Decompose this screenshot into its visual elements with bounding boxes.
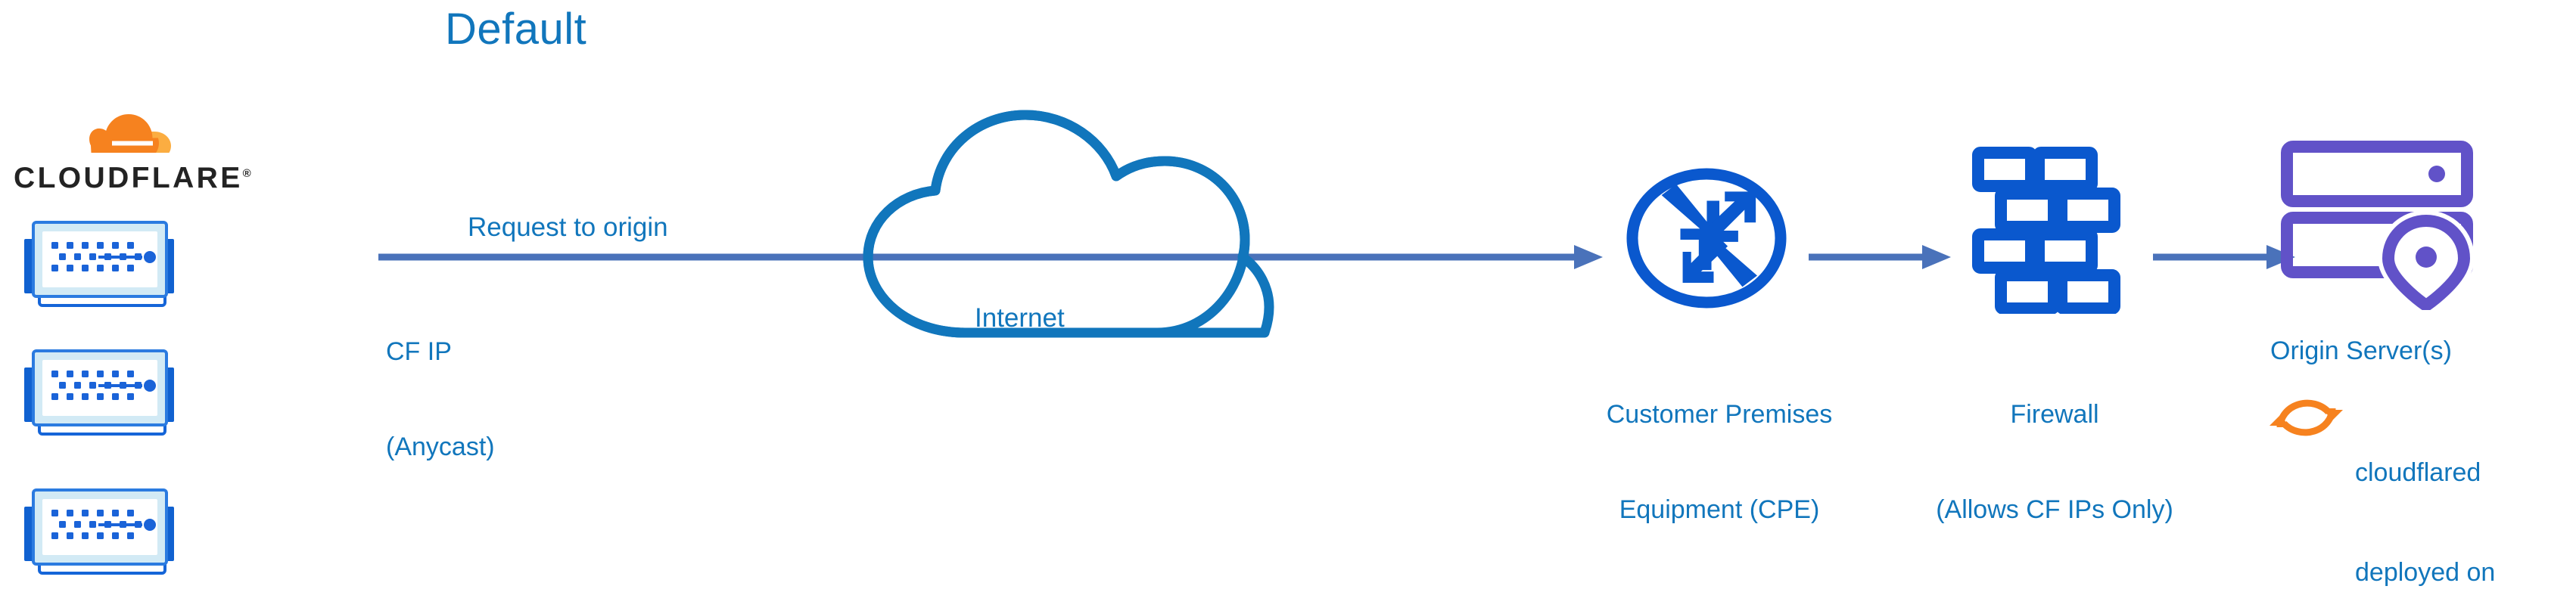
cloudflare-logo: CLOUDFLARE® — [14, 98, 251, 212]
cpe-line-1: Customer Premises — [1606, 400, 1833, 429]
connector-firewall-to-origin — [2153, 245, 2295, 269]
cloudflared-annotation-label: cloudflared deployed on servers — [2355, 389, 2495, 614]
cloudflare-edge-server-2 — [24, 349, 174, 436]
cloudflare-wordmark: CLOUDFLARE® — [14, 162, 251, 195]
location-pin-icon — [2377, 209, 2475, 310]
connector-edge-to-cpe — [378, 245, 1603, 269]
server-status-indicators-3 — [98, 519, 156, 531]
firewall-line-1: Firewall — [2010, 400, 2099, 429]
cloudflare-cloud-logo-icon — [89, 114, 171, 153]
internet-cloud-icon — [863, 110, 1274, 338]
cpe-label: Customer Premises Equipment (CPE) — [1560, 335, 1878, 589]
server-status-indicators-2 — [98, 380, 156, 392]
internet-label: Internet — [975, 303, 1065, 333]
brick-wall-icon — [1972, 147, 2120, 314]
wordmark-text: CLOUDFLARE — [14, 162, 243, 194]
cf-ip-anycast-label: CF IP (Anycast) — [386, 272, 495, 526]
server-status-indicators-1 — [98, 251, 156, 263]
cpe-line-2: Equipment (CPE) — [1619, 495, 1820, 524]
cloudflared-line-1: cloudflared — [2355, 458, 2481, 487]
origin-server-label: Origin Server(s) — [2270, 336, 2452, 365]
connector-cpe-to-firewall — [1809, 245, 1951, 269]
origin-server-rack-icon — [2281, 141, 2475, 310]
router-icon — [1626, 168, 1787, 309]
cloudflare-edge-server-3 — [24, 488, 174, 575]
firewall-line-2: (Allows CF IPs Only) — [1936, 495, 2173, 524]
cf-ip-line-2: (Anycast) — [386, 433, 495, 461]
cloudflared-line-2: deployed on — [2355, 558, 2496, 587]
sync-refresh-icon — [2270, 399, 2343, 436]
firewall-label: Firewall (Allows CF IPs Only) — [1896, 335, 2214, 589]
registered-mark: ® — [242, 167, 251, 180]
cf-ip-line-1: CF IP — [386, 337, 452, 366]
page-title: Default — [445, 5, 587, 54]
request-to-origin-label: Request to origin — [468, 212, 668, 242]
cloudflare-edge-server-1 — [24, 221, 174, 307]
